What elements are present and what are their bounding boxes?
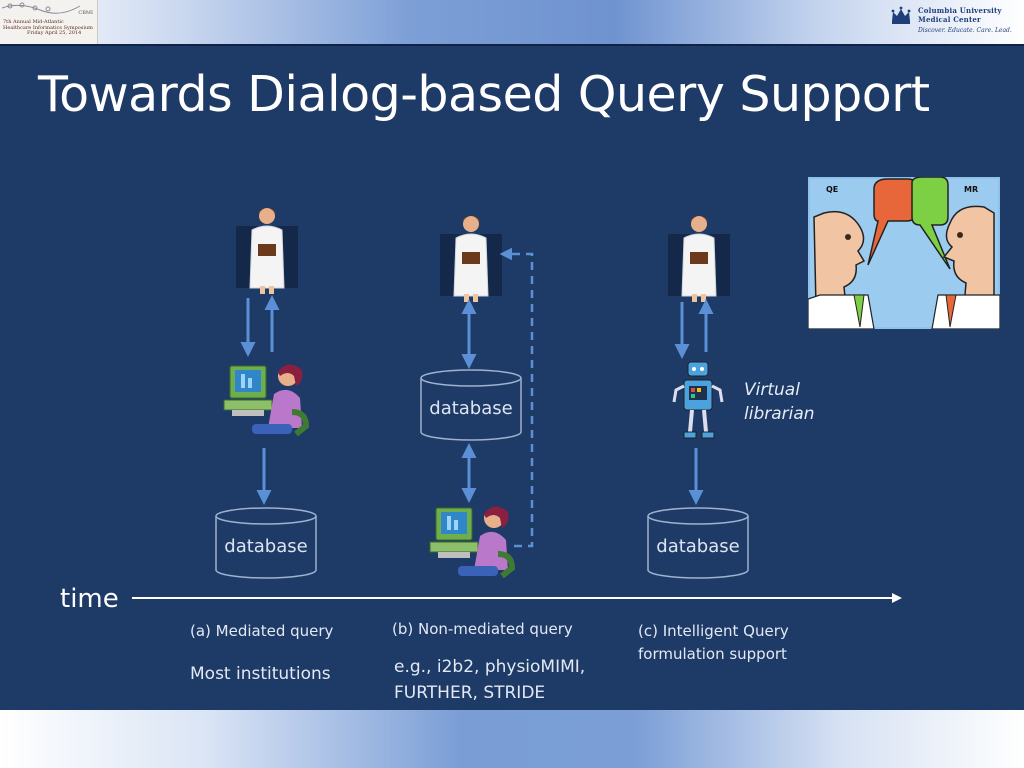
librarian-icon-a <box>224 364 306 434</box>
clinician-icon-a <box>235 207 299 295</box>
virtual-librarian-label: Virtual librarian <box>744 380 815 424</box>
detail-b: e.g., i2b2, physioMIMI, FURTHER, STRIDE <box>394 657 586 703</box>
database-label-c: database <box>656 536 740 557</box>
analyst-icon-b <box>430 506 512 576</box>
detail-a: Most institutions <box>190 664 331 684</box>
conference-title: 7th Annual Mid-Atlantic Healthcare Infor… <box>3 19 93 36</box>
header-band <box>0 0 1024 44</box>
institution-logo: Columbia University Medical Center Disco… <box>888 3 1018 41</box>
institution-motto: Discover. Educate. Care. Lead. <box>918 27 1012 34</box>
svg-text:MR: MR <box>964 185 978 194</box>
conference-logo: CBMI 7th Annual Mid-Atlantic Healthcare … <box>0 0 98 44</box>
database-cylinder-b: database <box>419 368 523 442</box>
clinician-icon-c <box>667 215 731 303</box>
database-label-b: database <box>429 398 513 419</box>
database-cylinder-c: database <box>646 506 750 580</box>
institution-name: Columbia University Medical Center <box>918 6 1002 24</box>
slide-title: Towards Dialog-based Query Support <box>38 66 930 123</box>
time-axis-label: time <box>60 584 119 614</box>
dialog-cartoon: QE MR <box>807 176 1001 330</box>
svg-text:QE: QE <box>826 185 838 194</box>
conference-tag: CBMI <box>78 10 93 16</box>
database-label-a: database <box>224 536 308 557</box>
caption-a: (a) Mediated query <box>190 622 334 640</box>
dashed-feedback-arrow-b <box>499 247 534 548</box>
caption-b: (b) Non-mediated query <box>392 620 573 638</box>
header-divider <box>0 44 1024 46</box>
clinician-icon-b <box>439 215 503 303</box>
chain-graphic-icon <box>1 2 81 14</box>
footer-band <box>0 710 1024 768</box>
robot-icon <box>672 360 724 440</box>
database-cylinder-a: database <box>214 506 318 580</box>
caption-c: (c) Intelligent Query formulation suppor… <box>638 622 789 663</box>
crown-icon <box>891 6 911 24</box>
